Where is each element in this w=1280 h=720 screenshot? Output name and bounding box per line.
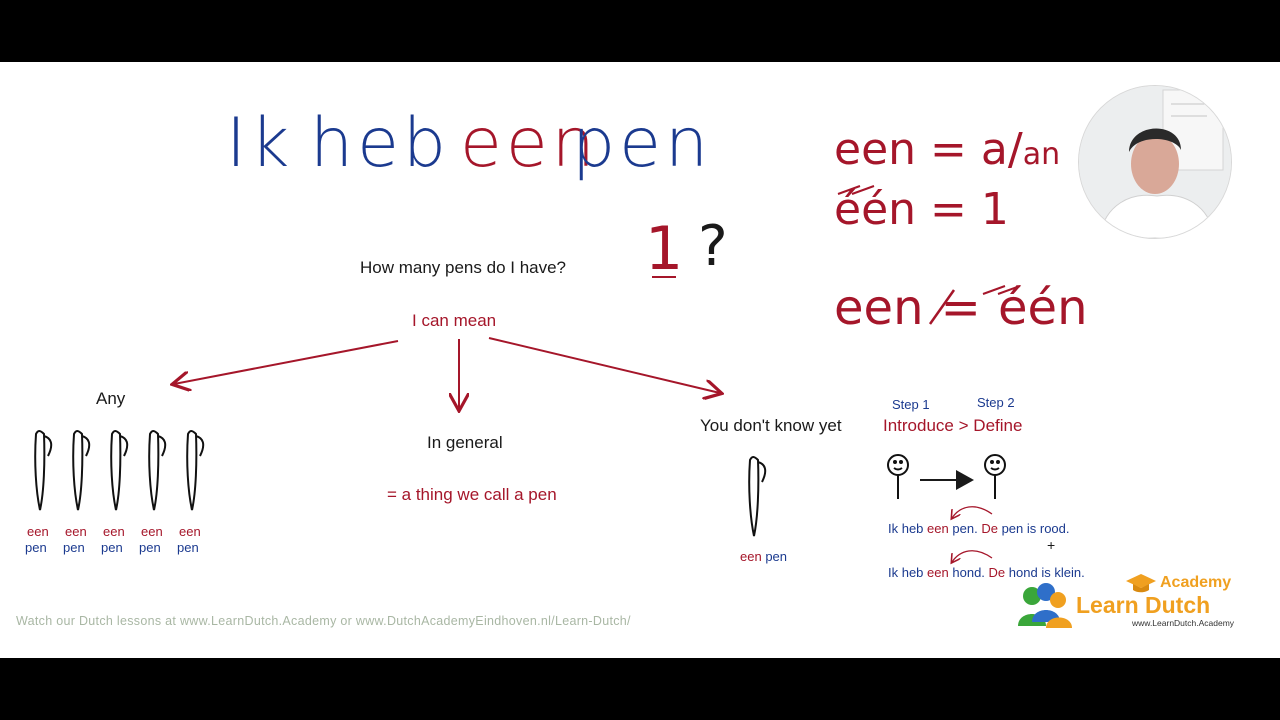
step2-label: Step 2 (977, 395, 1015, 410)
pen-unknown (748, 456, 767, 537)
pen-group-any (34, 430, 205, 511)
dont-know-label: You don't know yet (700, 416, 842, 435)
sentence-word-ik: Ik (226, 104, 294, 183)
any-label: Any (96, 389, 126, 408)
pen-label-pen: pen (25, 540, 47, 555)
sentence-word-pen: pen (572, 104, 713, 183)
accent-line3 (982, 285, 1021, 295)
eq-line1: een = a/an (834, 124, 1061, 175)
eq3-een: een (834, 280, 924, 336)
example-sentence-2: Ik heb een hond. De hond is klein. (888, 565, 1085, 580)
pen-label-pen: pen (139, 540, 161, 555)
eq1-a: a (980, 124, 1008, 175)
pen-label-een: een (27, 524, 49, 539)
pen-label-een: een (179, 524, 201, 539)
drawing-layer (34, 185, 1021, 658)
presenter-webcam (1078, 85, 1232, 239)
logo-url: www.LearnDutch.Academy (1132, 618, 1235, 628)
pen-label-een: een (65, 524, 87, 539)
in-general-label: In general (427, 433, 503, 452)
eq1-een: een (834, 124, 917, 175)
pen-label-een: een (141, 524, 163, 539)
plus-sign: + (1047, 537, 1056, 553)
people-logo-icon (1018, 583, 1072, 628)
curve-arrow-2 (952, 550, 993, 562)
footer-text[interactable]: Watch our Dutch lessons at www.LearnDutc… (16, 614, 631, 628)
eq3-een-accent: één (998, 280, 1088, 336)
example-sentence-1: Ik heb een pen. De pen is rood. (888, 521, 1070, 536)
graduation-cap-icon (1126, 574, 1156, 593)
pen-label-unknown: een pen (740, 549, 787, 564)
eq2-equals: = (930, 184, 967, 235)
logo-name: Learn Dutch (1076, 592, 1211, 618)
not-equal-stroke (928, 289, 956, 325)
eq1-equals: = (930, 124, 967, 175)
i-can-mean-text: I can mean (412, 311, 497, 330)
pen-label-pen: pen (765, 549, 788, 564)
curve-arrow-1 (952, 506, 993, 518)
question-text: How many pens do I have? (360, 258, 567, 277)
pen-label-pen: pen (177, 540, 199, 555)
eq2-one: 1 (980, 184, 1009, 235)
arrow-dont-know (488, 337, 720, 393)
general-definition: = a thing we call a pen (387, 485, 557, 504)
define-text: Define (973, 416, 1023, 435)
presenter-image (1079, 86, 1231, 238)
pen-label-pen: pen (101, 540, 123, 555)
sentence-word-een: een (460, 104, 599, 183)
eq-line2: één = 1 (834, 184, 1009, 235)
eq-line3: een = één (834, 280, 1088, 336)
logo-academy: Academy (1160, 574, 1232, 591)
lesson-slide: Ik heb een pen 1 ? een = a/an één = 1 ee… (0, 62, 1280, 658)
number-one: 1 (645, 214, 684, 284)
question-mark: ? (698, 214, 728, 279)
gt-symbol: > (958, 416, 969, 435)
sentence-word-heb: heb (310, 104, 451, 183)
accent-line2 (837, 185, 875, 195)
introduce-text: Introduce (883, 416, 954, 435)
arrow-any (174, 340, 399, 384)
eq2-een: één (834, 184, 917, 235)
step1-label: Step 1 (892, 397, 930, 412)
eq1-an: an (1022, 137, 1061, 172)
introduce-define: Introduce > Define (883, 416, 1022, 436)
pen-label-een: een (740, 549, 762, 564)
stick-figure-1 (887, 454, 909, 499)
stick-figure-2 (984, 454, 1006, 499)
learn-dutch-logo[interactable]: Academy Learn Dutch www.LearnDutch.Acade… (1014, 570, 1244, 630)
pen-label-pen: pen (63, 540, 85, 555)
pen-label-een: een (103, 524, 125, 539)
